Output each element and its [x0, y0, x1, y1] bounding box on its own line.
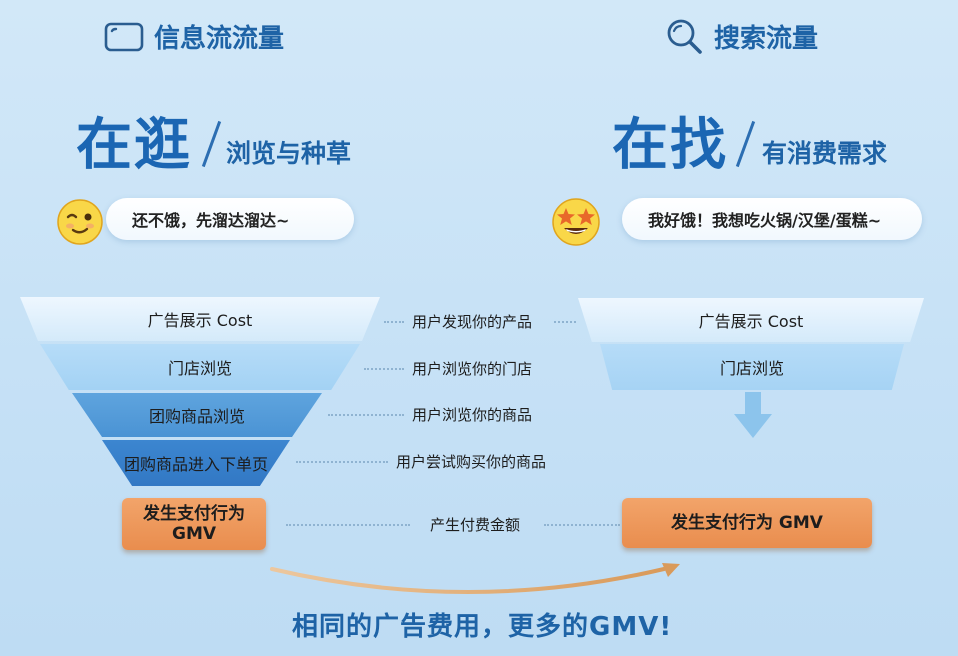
winking-face-icon: [57, 199, 103, 245]
left-funnel-stage-1-label: 广告展示 Cost: [147, 311, 253, 330]
connector-dots: [554, 321, 576, 323]
right-funnel-stage-1: 广告展示 Cost: [578, 298, 924, 342]
right-title: 在找: [612, 113, 728, 178]
left-funnel-stage-3: 团购商品浏览: [72, 393, 322, 437]
middle-label-2: 用户浏览你的门店: [412, 360, 533, 378]
left-title: 在逛: [76, 113, 192, 178]
left-gmv-box: 发生支付行为 GMV: [122, 498, 266, 550]
connector-dots: [384, 321, 404, 323]
footer-slogan: 相同的广告费用，更多的GMV!: [292, 612, 673, 642]
search-flow-header-label: 搜索流量: [714, 23, 819, 54]
connector-dots: [544, 524, 620, 526]
left-speech-bubble: 还不饿，先溜达溜达~: [106, 198, 354, 240]
info-flow-header-label: 信息流流量: [154, 24, 285, 54]
left-subtitle: 浏览与种草: [226, 139, 352, 168]
right-title-divider: [735, 120, 756, 168]
right-speech-bubble: 我好饿！我想吃火锅/汉堡/蛋糕~: [622, 198, 922, 240]
left-funnel-stage-3-label: 团购商品浏览: [148, 407, 245, 426]
magnifier-icon: [667, 19, 702, 54]
left-funnel-stage-4-label: 团购商品进入下单页: [123, 455, 268, 474]
left-bubble-text: 还不饿，先溜达溜达~: [132, 211, 290, 230]
phone-screen-icon: [104, 22, 144, 51]
connector-dots: [328, 414, 404, 416]
middle-label-5: 产生付费金额: [430, 516, 521, 534]
connector-dots: [286, 524, 410, 526]
middle-label-3: 用户浏览你的商品: [412, 406, 533, 424]
curved-arrow-icon: [270, 563, 680, 594]
connector-dots: [296, 461, 388, 463]
search-flow-header: 搜索流量: [664, 16, 818, 56]
left-funnel-stage-1: 广告展示 Cost: [20, 297, 380, 341]
middle-label-4: 用户尝试购买你的商品: [396, 453, 547, 471]
left-funnel-stage-4: 团购商品进入下单页: [102, 440, 290, 486]
star-struck-face-icon: [552, 198, 600, 246]
right-gmv-label: 发生支付行为 GMV: [671, 513, 823, 533]
right-funnel-stage-2-label: 门店浏览: [719, 359, 784, 378]
right-funnel-stage-2: 门店浏览: [600, 344, 904, 390]
connector-dots: [364, 368, 404, 370]
left-gmv-line2: GMV: [171, 524, 217, 544]
down-arrow-icon: [734, 392, 772, 438]
middle-label-1: 用户发现你的产品: [412, 313, 533, 331]
right-bubble-text: 我好饿！我想吃火锅/汉堡/蛋糕~: [648, 211, 882, 230]
left-funnel-stage-2: 门店浏览: [40, 344, 360, 390]
right-gmv-box: 发生支付行为 GMV: [622, 498, 872, 548]
left-funnel-stage-2-label: 门店浏览: [167, 359, 232, 378]
right-subtitle: 有消费需求: [762, 139, 888, 168]
info-flow-header: 信息流流量: [104, 18, 284, 55]
right-funnel-stage-1-label: 广告展示 Cost: [698, 312, 804, 331]
left-title-divider: [201, 120, 222, 168]
left-gmv-line1: 发生支付行为: [143, 504, 245, 524]
